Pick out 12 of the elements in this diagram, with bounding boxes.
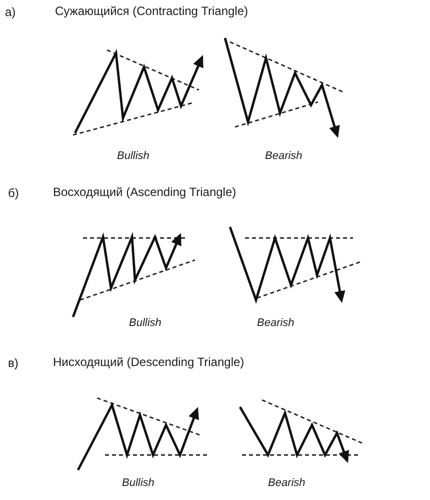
section-heading: Сужающийся (Contracting Triangle) [55, 4, 248, 18]
pattern-caption: Bullish [129, 317, 162, 330]
section-heading: Восходящий (Ascending Triangle) [53, 185, 236, 199]
pattern-caption: Bearish [265, 150, 302, 163]
pattern-caption: Bullish [117, 150, 150, 163]
section-marker: а) [5, 5, 16, 19]
section-marker: б) [8, 186, 19, 200]
section-marker: в) [8, 356, 18, 370]
pattern-caption: Bearish [257, 317, 294, 330]
section-heading: Нисходящий (Descending Triangle) [53, 355, 244, 369]
pattern-caption: Bullish [122, 477, 154, 490]
pattern-caption: Bearish [268, 477, 306, 490]
